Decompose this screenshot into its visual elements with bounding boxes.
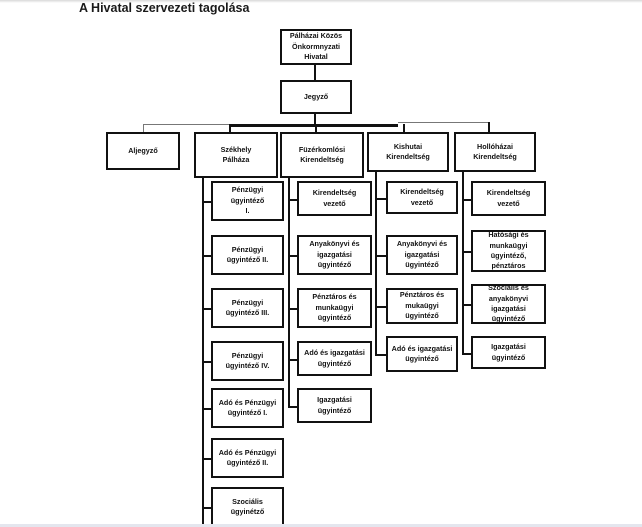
staff-box-szekhely[interactable]: Adó és Pénzügyi ügyintéző I. xyxy=(211,388,284,428)
staff-box-hollohaza[interactable]: Kirendeltség vezető xyxy=(471,181,546,216)
staff-connector xyxy=(375,255,386,257)
notary-box[interactable]: Jegyző xyxy=(280,80,352,114)
staff-box-szekhely[interactable]: Pénzügyi ügyintéző IV. xyxy=(211,341,284,381)
staff-connector xyxy=(375,198,386,200)
window-bottom-edge xyxy=(0,524,642,527)
staff-connector xyxy=(462,304,471,306)
staff-connector xyxy=(202,408,211,410)
spine-hollohaza xyxy=(462,172,464,354)
staff-box-fuzerkomlos[interactable]: Igazgatási ügyintéző xyxy=(297,388,372,423)
unit-box-fuzerkomlos[interactable]: Füzérkomlósi Kirendeltség xyxy=(280,132,364,178)
staff-connector xyxy=(375,354,386,356)
connector-notary-bus xyxy=(314,113,316,125)
staff-connector xyxy=(202,458,211,460)
connector-deputy-drop xyxy=(143,124,144,132)
staff-box-szekhely[interactable]: Pénzügyi ügyintéző III. xyxy=(211,288,284,328)
staff-box-hollohaza[interactable]: Szociális és anyakönyvi igazgatási ügyin… xyxy=(471,283,546,324)
connector-szekhely-drop xyxy=(229,124,231,133)
staff-connector xyxy=(202,308,211,310)
staff-connector xyxy=(462,251,471,253)
staff-connector xyxy=(202,201,211,203)
unit-box-kishuta[interactable]: Kishutai Kirendeltség xyxy=(367,132,449,172)
staff-box-kishuta[interactable]: Kirendeltség vezető xyxy=(386,181,458,214)
staff-connector xyxy=(202,361,211,363)
spine-szekhely xyxy=(202,178,204,527)
deputy-notary-box[interactable]: Aljegyző xyxy=(106,132,180,170)
connector-kishuta-drop xyxy=(403,124,405,133)
staff-box-fuzerkomlos[interactable]: Anyakönyvi és igazgatási ügyintéző xyxy=(297,235,372,275)
spine-kishuta xyxy=(375,172,377,355)
spine-fuzerkomlos xyxy=(288,178,290,408)
root-office-box[interactable]: Pálházai Közös Önkormnyzati Hivatal xyxy=(280,29,352,65)
connector-hollohaza-drop xyxy=(488,122,490,132)
unit-box-hollohaza[interactable]: Hollóházai Kirendeltség xyxy=(454,132,536,172)
staff-box-kishuta[interactable]: Pénztáros és mukaügyi ügyintéző xyxy=(386,288,458,324)
staff-box-szekhely[interactable]: Szociális ügyinétző xyxy=(211,487,284,527)
staff-connector xyxy=(288,199,297,201)
connector-bus-hollohaza xyxy=(398,122,489,123)
staff-box-fuzerkomlos[interactable]: Adó és igazgatási ügyintéző xyxy=(297,341,372,376)
staff-connector xyxy=(288,359,297,361)
staff-connector xyxy=(288,255,297,257)
staff-box-fuzerkomlos[interactable]: Pénztáros és munkaügyi ügyintéző xyxy=(297,288,372,328)
staff-connector xyxy=(288,308,297,310)
staff-box-szekhely[interactable]: Pénzügyi ügyintéző I. xyxy=(211,181,284,221)
staff-box-kishuta[interactable]: Adó és igazgatási ügyintéző xyxy=(386,336,458,372)
staff-box-fuzerkomlos[interactable]: Kirendeltség vezető xyxy=(297,181,372,216)
staff-connector xyxy=(202,255,211,257)
staff-box-szekhely[interactable]: Pénzügyi ügyintéző II. xyxy=(211,235,284,275)
unit-box-szekhely[interactable]: Székhely Pálháza xyxy=(194,132,278,178)
page-title: A Hivatal szervezeti tagolása xyxy=(79,1,250,15)
connector-fuzerkomlos-drop xyxy=(315,124,317,133)
staff-box-szekhely[interactable]: Adó és Pénzügyi ügyintéző II. xyxy=(211,438,284,478)
staff-connector xyxy=(462,353,471,355)
staff-connector xyxy=(202,507,211,509)
staff-connector xyxy=(375,306,386,308)
connector-bus-main xyxy=(229,124,398,127)
staff-connector xyxy=(288,406,297,408)
staff-box-hollohaza[interactable]: Igazgatási ügyintéző xyxy=(471,336,546,369)
connector-root-notary xyxy=(314,64,316,80)
staff-box-kishuta[interactable]: Anyakönyvi és igazgatási ügyintéző xyxy=(386,235,458,275)
staff-connector xyxy=(462,199,471,201)
staff-box-hollohaza[interactable]: Hatósági és munkaügyi ügyintéző, pénztár… xyxy=(471,230,546,272)
window-top-edge xyxy=(0,0,642,3)
